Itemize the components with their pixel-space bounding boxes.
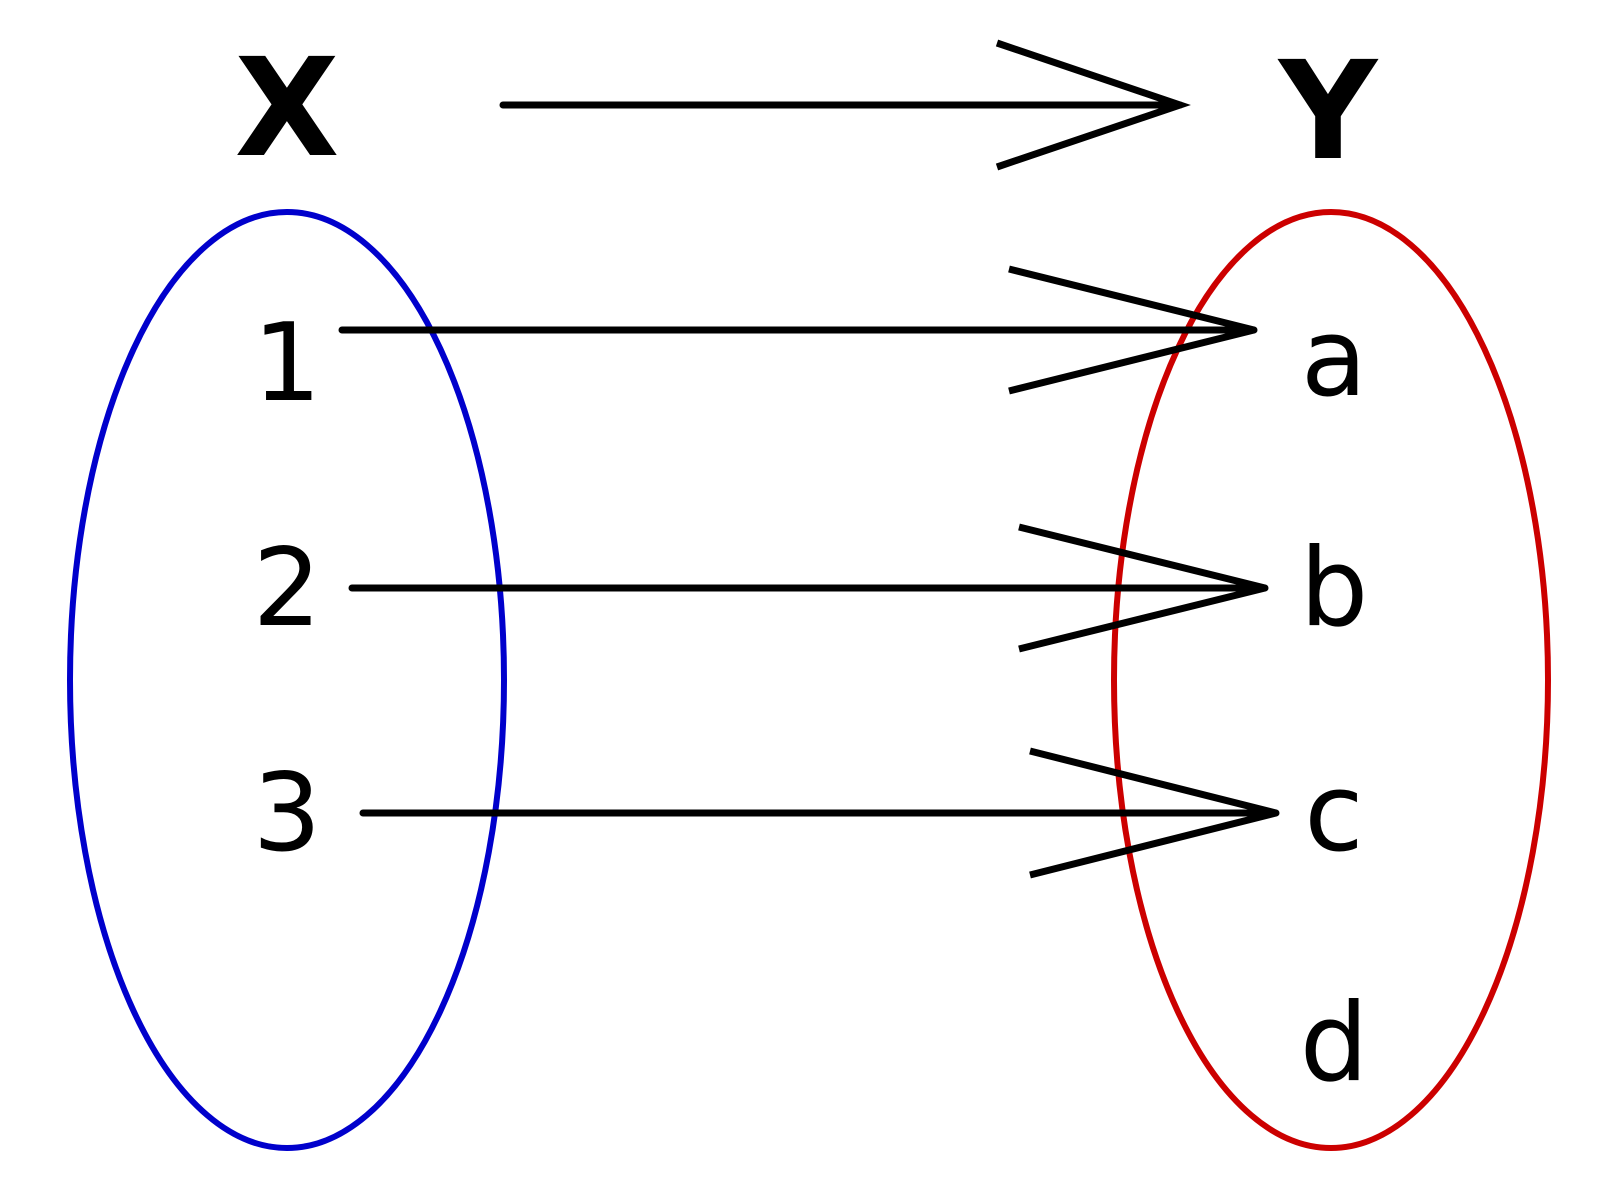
set-map-arrow-head	[995, 39, 1191, 171]
mapping-arrow-2-b	[348, 523, 1269, 653]
codomain-set-ellipse	[1111, 209, 1551, 1151]
domain-element-1: 1	[253, 301, 322, 426]
mapping-arrow-head	[1029, 747, 1277, 879]
mapping-arrow-head	[1018, 523, 1266, 653]
mapping-arrow-1-a	[338, 265, 1258, 395]
codomain-element-d: d	[1300, 981, 1369, 1106]
codomain-element-b: b	[1300, 526, 1369, 651]
set-map-arrow	[499, 39, 1191, 171]
domain-set-ellipse	[67, 209, 507, 1151]
mapping-arrow-head	[1008, 265, 1255, 395]
codomain-element-c: c	[1304, 751, 1363, 876]
codomain-element-a: a	[1301, 296, 1367, 421]
domain-set-title: X	[235, 30, 340, 188]
domain-element-2: 2	[253, 526, 322, 651]
mapping-arrow-3-c	[359, 747, 1280, 879]
domain-element-3: 3	[253, 751, 322, 876]
codomain-set-title: Y	[1277, 33, 1379, 191]
